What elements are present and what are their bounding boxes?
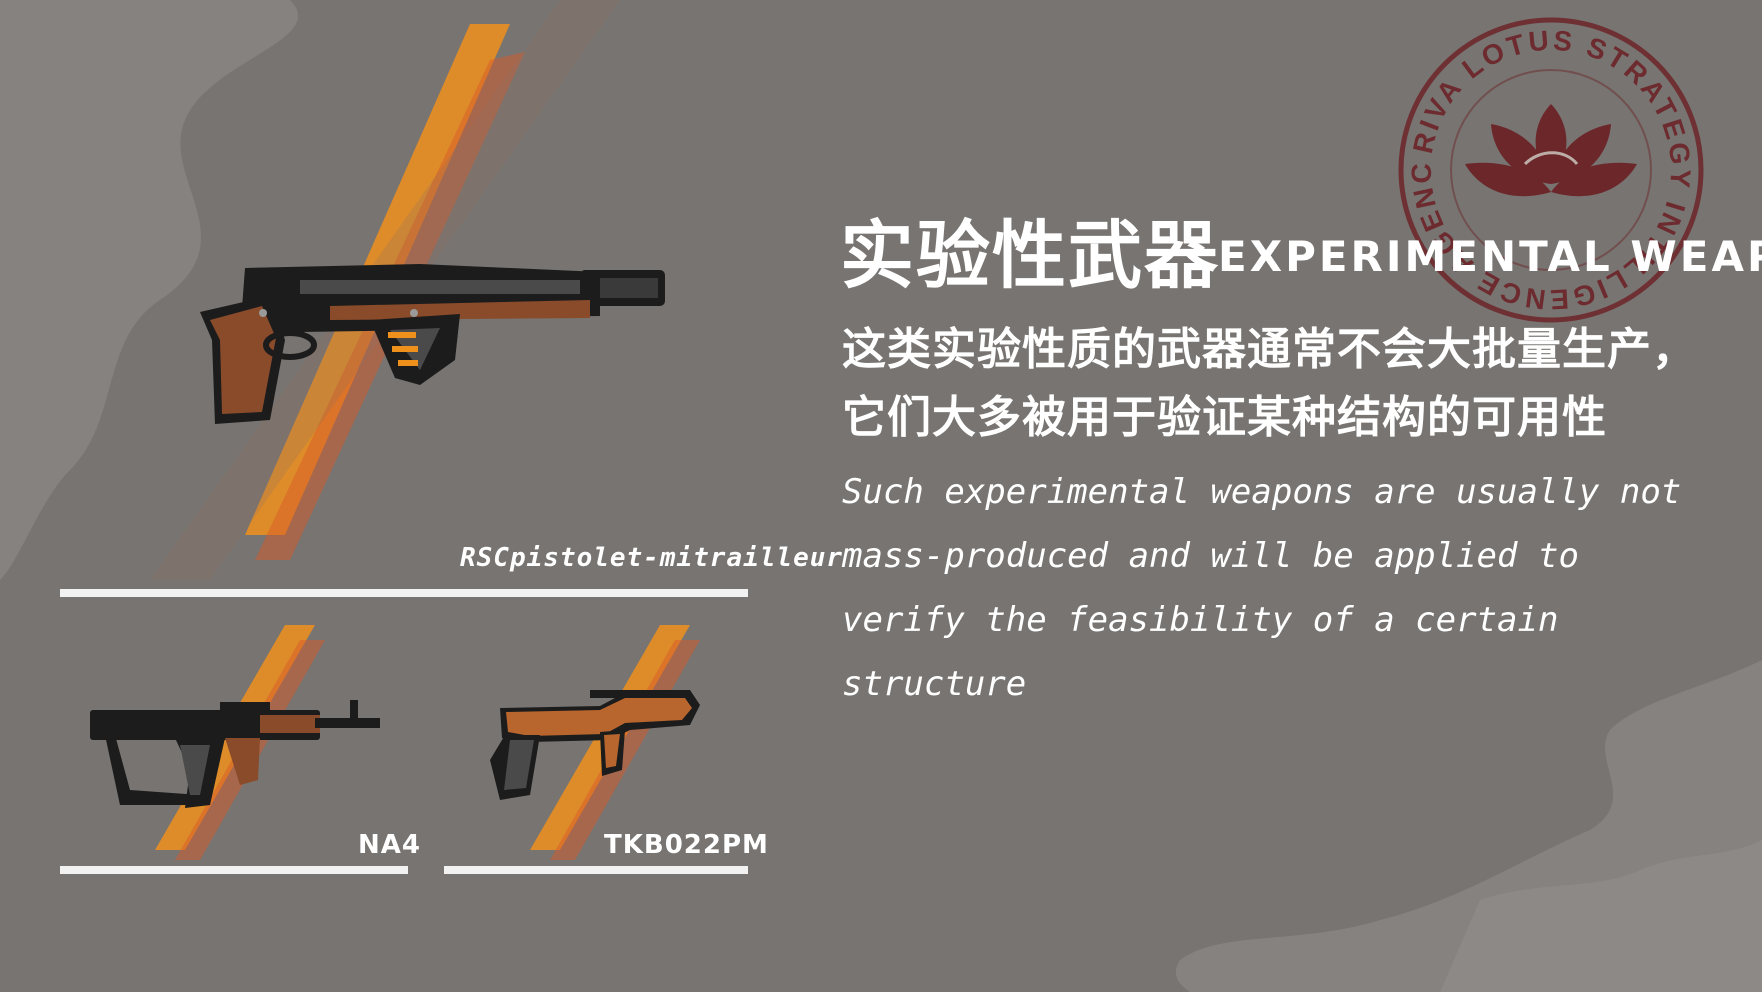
weapon-label-rsc: RSCpistolet-mitrailleur xyxy=(460,543,844,573)
description-cn: 这类实验性质的武器通常不会大批量生产，它们大多被用于验证某种结构的可用性 xyxy=(842,324,1697,443)
assault-rifle-icon xyxy=(90,700,380,808)
weapon-label-tkb022pm: TKB022PM xyxy=(604,830,769,860)
weapon-showcase-main xyxy=(150,0,665,580)
divider-top xyxy=(60,589,748,597)
page-subtitle: EXPERIMENTAL WEAPON xyxy=(1218,232,1762,281)
divider-bottom-right xyxy=(444,866,748,874)
smg-pistol-icon xyxy=(200,264,665,424)
weapon-label-na4: NA4 xyxy=(358,830,421,860)
weapon-showcase-na4 xyxy=(90,625,380,860)
lotus-icon xyxy=(1465,104,1637,197)
page-title: 实验性武器 xyxy=(840,213,1220,299)
stripe-red xyxy=(550,640,700,860)
divider-bottom-left xyxy=(60,866,408,874)
weapon-showcase-tkb022pm xyxy=(490,625,700,860)
bullpup-rifle-icon xyxy=(490,690,700,800)
agency-seal: RIVA LOTUS STRATEGY INTILLIGENCE AGENCY xyxy=(1395,14,1704,323)
description-en: Such experimental weapons are usually no… xyxy=(842,472,1682,704)
